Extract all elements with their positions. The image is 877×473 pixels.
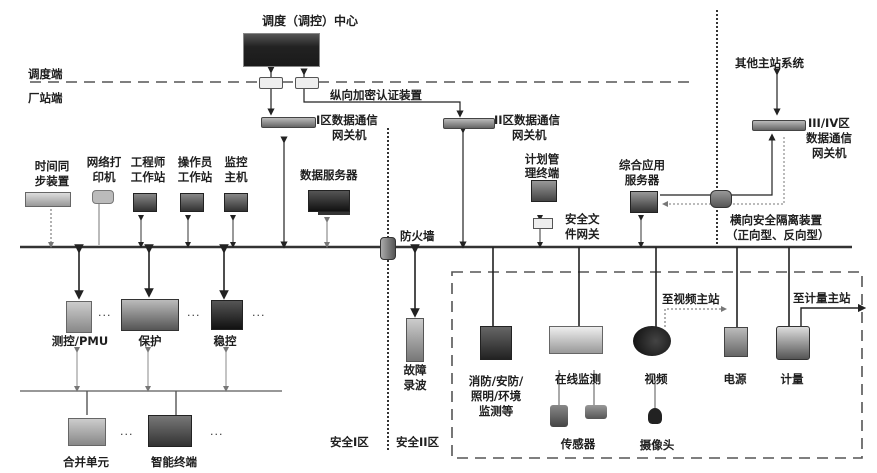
secure-file-gateway-label-2: 件网关 bbox=[565, 227, 600, 241]
fire-security-label-2: 照明/环境 bbox=[470, 389, 522, 403]
zone-3-4-gateway-label-3: 网关机 bbox=[812, 146, 847, 160]
app-server-label-2: 服务器 bbox=[624, 173, 660, 187]
zone-1-gateway-label-2: 网关机 bbox=[332, 128, 367, 142]
data-server-keyboard-icon bbox=[318, 212, 350, 215]
fire-security-label-1: 消防/安防/ bbox=[468, 374, 524, 388]
zone-3-4-gateway-icon bbox=[752, 120, 806, 131]
merging-unit-label: 合并单元 bbox=[63, 455, 109, 469]
dispatch-center-title: 调度（调控）中心 bbox=[261, 14, 358, 28]
sensor-label: 传感器 bbox=[560, 437, 596, 451]
sensor-icon bbox=[585, 405, 607, 419]
isolation-device-label-1: 横向安全隔离装置 bbox=[730, 213, 822, 227]
stability-control-icon bbox=[211, 300, 243, 330]
zone-1-label: 安全I区 bbox=[330, 435, 369, 449]
app-server-icon bbox=[630, 191, 658, 213]
zone-2-box bbox=[451, 271, 863, 459]
isolation-device-label-2: （正向型、反向型） bbox=[726, 228, 830, 242]
data-server-label: 数据服务器 bbox=[300, 168, 358, 182]
zone-3-4-gateway-label-2: 数据通信 bbox=[806, 131, 852, 145]
protection-label: 保护 bbox=[138, 334, 162, 348]
stability-control-label: 稳控 bbox=[213, 334, 237, 348]
firewall-label: 防火墙 bbox=[400, 229, 435, 243]
operator-workstation-label-1: 操作员 bbox=[177, 155, 213, 169]
engineer-workstation-label-2: 工作站 bbox=[130, 170, 166, 184]
fault-recorder-icon bbox=[406, 318, 424, 362]
secure-file-gateway-label-1: 安全文 bbox=[565, 212, 600, 226]
fault-recorder-label-1: 故障 bbox=[403, 363, 427, 377]
fire-security-label-3: 监测等 bbox=[478, 404, 514, 418]
plan-terminal-label-2: 理终端 bbox=[524, 166, 560, 180]
printer-label-2: 印机 bbox=[92, 170, 116, 184]
zone-3-4-gateway-label-1: III/IV区 bbox=[808, 116, 850, 130]
fault-recorder-label-2: 录波 bbox=[403, 378, 427, 392]
video-device-icon bbox=[633, 326, 671, 356]
protection-ellipsis: ··· bbox=[187, 309, 201, 322]
engineer-workstation-label-1: 工程师 bbox=[130, 155, 166, 169]
monitor-host-label-1: 监控 bbox=[224, 155, 248, 169]
to-video-master-label: 至视频主站 bbox=[662, 292, 720, 306]
time-sync-label-1: 时间同 bbox=[34, 159, 70, 173]
app-server-label-1: 综合应用 bbox=[619, 158, 665, 172]
sensor-icon bbox=[550, 405, 568, 427]
power-supply-icon bbox=[724, 327, 748, 357]
printer-label-1: 网络打 bbox=[86, 155, 122, 169]
measure-control-icon bbox=[66, 301, 92, 333]
power-label: 电源 bbox=[723, 372, 747, 386]
encryption-device-label: 纵向加密认证装置 bbox=[330, 88, 422, 102]
plan-terminal-label-1: 计划管 bbox=[524, 152, 560, 166]
encryption-device-icon bbox=[259, 77, 283, 89]
metering-label: 计量 bbox=[780, 372, 804, 386]
time-sync-label-2: 步装置 bbox=[34, 174, 70, 188]
camera-icon bbox=[648, 408, 662, 424]
firewall-icon bbox=[380, 237, 396, 260]
merging-unit-icon bbox=[68, 418, 106, 446]
time-sync-device-icon bbox=[25, 192, 71, 207]
online-monitor-icon bbox=[549, 326, 603, 354]
printer-icon bbox=[92, 190, 114, 204]
zone-2-gateway-icon bbox=[443, 118, 495, 129]
zone-2-gateway-label-1: II区数据通信 bbox=[494, 113, 561, 127]
engineer-workstation-icon bbox=[133, 193, 157, 212]
smart-terminal-label: 智能终端 bbox=[151, 455, 197, 469]
monitor-host-icon bbox=[224, 193, 248, 212]
data-server-icon bbox=[308, 190, 350, 212]
merging-ellipsis: ··· bbox=[120, 428, 134, 441]
video-label: 视频 bbox=[644, 372, 668, 386]
monitor-host-label-2: 主机 bbox=[224, 170, 248, 184]
dispatch-center-building-icon bbox=[243, 33, 320, 67]
station-side-label: 厂站端 bbox=[28, 91, 63, 105]
camera-label: 摄像头 bbox=[639, 438, 675, 452]
protection-device-icon bbox=[121, 299, 179, 331]
operator-workstation-icon bbox=[180, 193, 204, 212]
online-monitor-label: 在线监测 bbox=[555, 372, 601, 386]
smart-terminal-ellipsis: ··· bbox=[210, 428, 224, 441]
smart-terminal-icon bbox=[148, 415, 192, 447]
encryption-device-icon bbox=[295, 77, 319, 89]
fire-security-icon bbox=[480, 326, 512, 360]
stability-ellipsis: ··· bbox=[252, 309, 266, 322]
zone-1-gateway-icon bbox=[261, 117, 316, 128]
meter-icon bbox=[776, 326, 810, 360]
operator-workstation-label-2: 工作站 bbox=[177, 170, 213, 184]
plan-terminal-icon bbox=[531, 180, 557, 202]
secure-file-gateway-icon bbox=[533, 218, 553, 229]
measure-control-label: 测控/PMU bbox=[51, 334, 109, 348]
to-meter-master-label: 至计量主站 bbox=[793, 291, 851, 305]
zone-1-gateway-label-1: I区数据通信 bbox=[316, 113, 378, 127]
dispatch-side-label: 调度端 bbox=[28, 67, 63, 81]
zone-2-gateway-label-2: 网关机 bbox=[512, 128, 547, 142]
zone-2-label: 安全II区 bbox=[396, 435, 440, 449]
isolation-device-icon bbox=[710, 190, 732, 208]
measure-ellipsis: ··· bbox=[98, 309, 112, 322]
other-master-label: 其他主站系统 bbox=[735, 56, 804, 70]
